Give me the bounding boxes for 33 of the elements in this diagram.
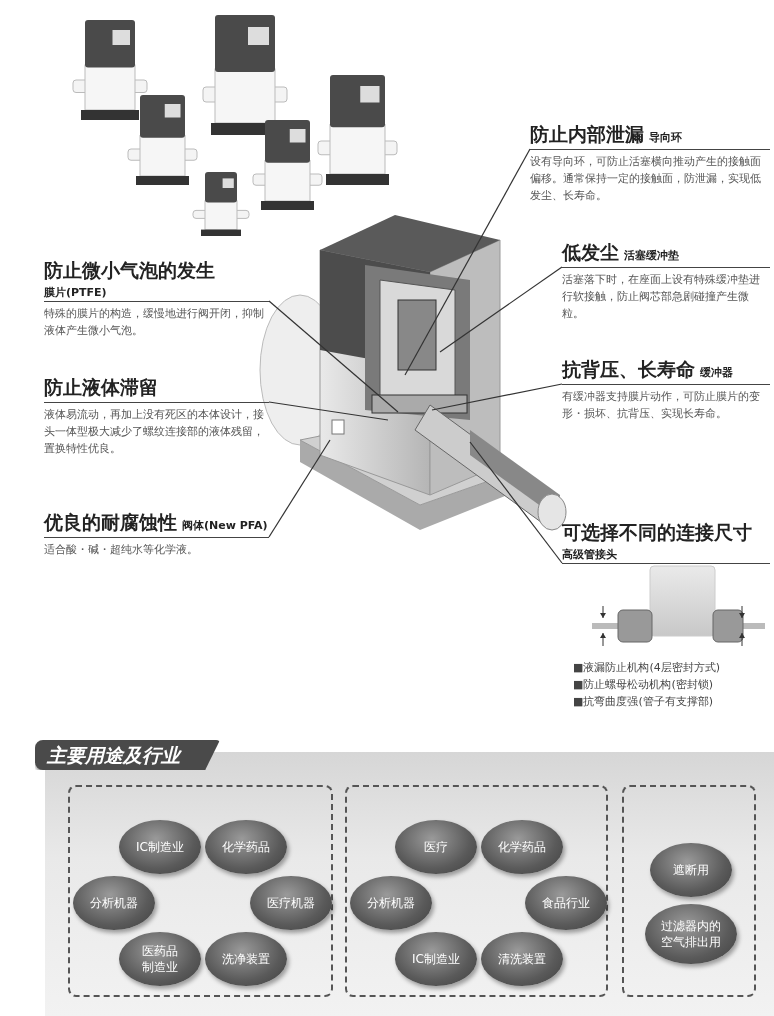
feature-description: 设有导向环，可防止活塞横向推动产生的接触面偏移。通常保持一定的接触面，防泄漏，实现低发尘、长寿命。 [530, 154, 762, 204]
feature-description: 活塞落下时，在座面上设有特殊缓冲垫进行软接触，防止阀芯部急剧碰撞产生微粒。 [562, 272, 761, 322]
leader-line [268, 401, 389, 421]
part-name: 导向环 [649, 131, 682, 144]
feature-heading: 抗背压、长寿命 [562, 358, 695, 380]
feature-bullet: ■防止螺母松动机构(密封锁) [573, 677, 713, 692]
dashed-group-box [68, 785, 333, 997]
feature-heading: 低发尘 [562, 241, 619, 263]
leader-line [268, 439, 331, 538]
feature-heading: 防止液体滞留 [44, 376, 158, 398]
part-name: 高级管接头 [562, 547, 618, 562]
feature-bullet: ■抗弯曲度强(管子有支撑部) [573, 694, 713, 709]
leader-line [404, 148, 531, 376]
feature-heading: 优良的耐腐蚀性 [44, 511, 177, 533]
feature-heading: 防止内部泄漏 [530, 123, 644, 145]
leader-line [431, 383, 563, 411]
feature-description: 特殊的膜片的构造，缓慢地进行阀开闭，抑制液体产生微小气泡。 [44, 306, 265, 339]
section-tab: 主要用途及行业 [35, 740, 220, 770]
feature-description: 有缓冲器支持膜片动作，可防止膜片的变形・损坏、抗背压、实现长寿命。 [562, 389, 761, 422]
feature-heading: 防止微小气泡的发生 [44, 259, 215, 281]
dashed-group-box [345, 785, 608, 997]
part-name: 缓冲器 [700, 366, 733, 379]
leader-line [268, 300, 399, 413]
leader-line [439, 266, 563, 353]
feature-description: 液体易流动，再加上没有死区的本体设计，接头一体型极大减少了螺纹连接部的液体残留，置换特性优良。 [44, 407, 265, 457]
leader-line [469, 441, 563, 564]
dashed-group-box [622, 785, 756, 997]
part-name: 阀体(New PFA) [182, 519, 268, 532]
feature-description: 适合酸・碱・超纯水等化学液。 [44, 542, 199, 558]
feature-heading: 可选择不同的连接尺寸 [562, 521, 752, 543]
part-name: 活塞缓冲垫 [624, 249, 679, 262]
part-name: 膜片(PTFE) [44, 285, 108, 300]
feature-bullet: ■液漏防止机构(4层密封方式) [573, 660, 720, 675]
